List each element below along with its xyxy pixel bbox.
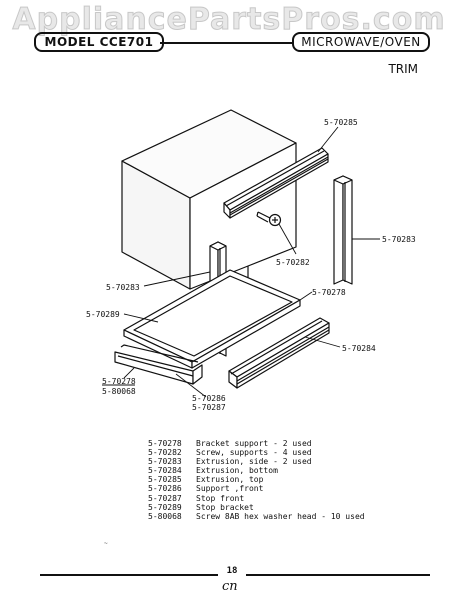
- leader-70284: [304, 336, 341, 348]
- part-description: Bracket support - 2 used: [196, 439, 312, 448]
- part-description: Extrusion, bottom: [196, 466, 278, 476]
- parts-row: 5-70287 Stop front: [148, 494, 365, 503]
- callout-70287: 5-70287: [192, 403, 226, 412]
- section-title: TRIM: [388, 62, 418, 76]
- part-number: 5-70286: [148, 484, 182, 494]
- leader-70283-left: [143, 271, 211, 287]
- header-rule: [160, 42, 292, 44]
- parts-row: 5-70286 Support ,front: [148, 484, 365, 493]
- page-number: 18: [226, 566, 238, 576]
- callout-70285: 5-70285: [324, 118, 358, 127]
- part-number: 5-80068: [148, 511, 182, 521]
- callout-70284: 5-70284: [342, 344, 376, 353]
- handwritten-note: cn: [222, 579, 238, 594]
- screw-part: [256, 211, 282, 227]
- front-support-part: [114, 344, 203, 385]
- parts-row: 5-70289 Stop bracket: [148, 503, 365, 512]
- leader-70278-left: [123, 367, 135, 379]
- part-number: 5-70284: [148, 466, 182, 476]
- part-number: 5-70282: [148, 448, 182, 458]
- part-description: Stop bracket: [196, 502, 254, 512]
- leader-70282: [278, 223, 297, 255]
- part-number: 5-70283: [148, 457, 182, 467]
- cabinet-box: [121, 109, 297, 290]
- callout-70283-right: 5-70283: [382, 235, 416, 244]
- top-extrusion-part: [223, 147, 329, 219]
- leader-70289: [123, 313, 159, 323]
- part-description: Screw 8AB hex washer head - 10 used: [196, 511, 365, 521]
- callout-70286: 5-70286: [192, 394, 226, 403]
- watermark-text: AppliancePartsPros.com: [12, 2, 446, 38]
- callout-70278-left: 5-70278: [102, 377, 136, 386]
- part-description: Extrusion, top: [196, 475, 264, 485]
- parts-row: 5-70285 Extrusion, top: [148, 475, 365, 484]
- callout-70289: 5-70289: [86, 310, 120, 319]
- part-number: 5-70285: [148, 475, 182, 485]
- parts-row: 5-70283 Extrusion, side - 2 used: [148, 457, 365, 466]
- callout-70282: 5-70282: [276, 258, 310, 267]
- callout-70283-left: 5-70283: [106, 283, 140, 292]
- part-description: Stop front: [196, 493, 245, 503]
- parts-row: 5-70278 Bracket support - 2 used: [148, 439, 365, 448]
- leader-70285: [317, 126, 339, 153]
- callout-70278-right: 5-70278: [312, 288, 346, 297]
- part-description: Extrusion, side - 2 used: [196, 457, 312, 467]
- callout-80068: 5-80068: [102, 387, 136, 396]
- side-extrusion-right: [333, 175, 353, 285]
- footer-rule-right: [246, 574, 430, 576]
- part-number: 5-70289: [148, 502, 182, 512]
- part-description: Screw, supports - 4 used: [196, 448, 312, 458]
- parts-row: 5-70284 Extrusion, bottom: [148, 466, 365, 475]
- leader-70286: [175, 373, 207, 398]
- bottom-tray-frame: [123, 266, 301, 369]
- part-number: 5-70278: [148, 439, 182, 448]
- scan-speck: ~: [104, 540, 108, 547]
- footer-rule-left: [40, 574, 218, 576]
- part-number: 5-70287: [148, 493, 182, 503]
- parts-row: 5-80068 Screw 8AB hex washer head - 10 us…: [148, 512, 365, 521]
- category-label: MICROWAVE/OVEN: [292, 32, 430, 52]
- bottom-extrusion-part: [228, 317, 330, 389]
- part-description: Support ,front: [196, 484, 264, 494]
- parts-row: 5-70282 Screw, supports - 4 used: [148, 448, 365, 457]
- leader-70278-right: [299, 291, 313, 301]
